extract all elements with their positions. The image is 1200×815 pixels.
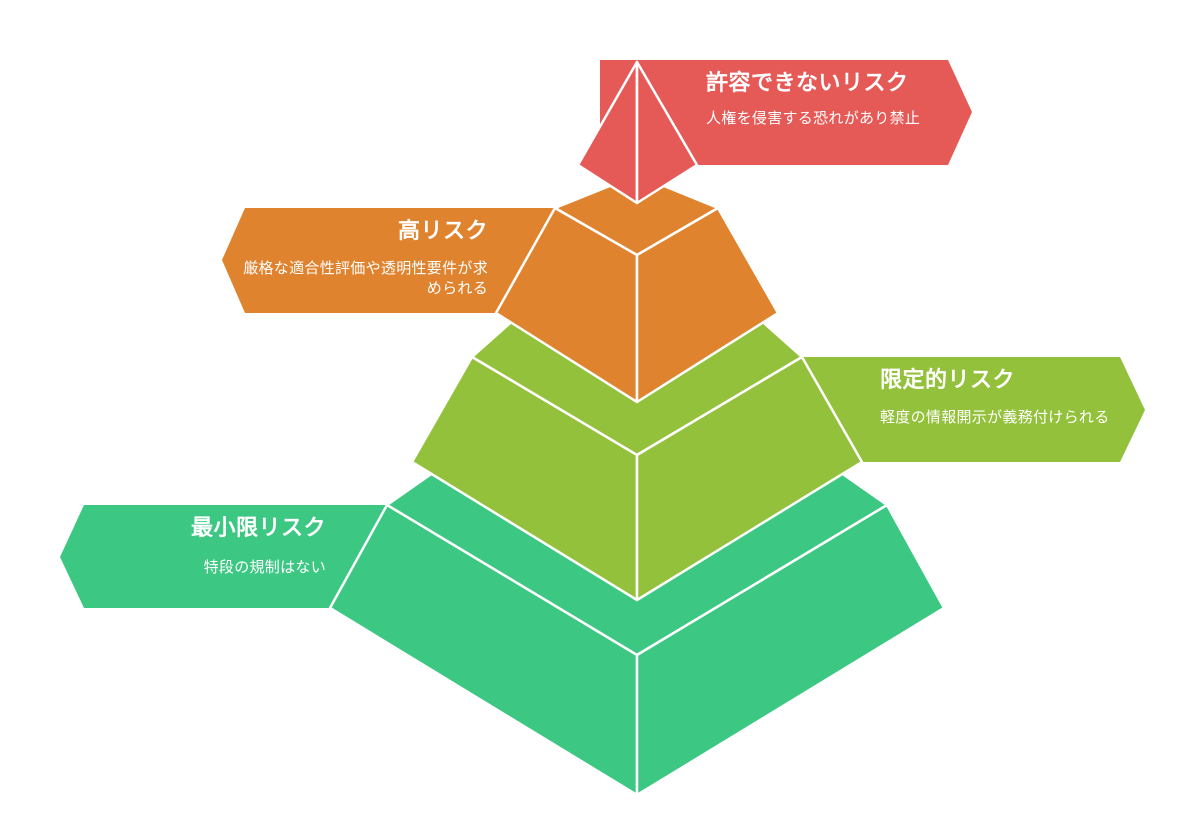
label-unacceptable: 許容できないリスク 人権を侵害する恐れがあり禁止 (706, 70, 946, 128)
tier-title-minimal: 最小限リスク (190, 516, 326, 541)
tier-minimal-right-face (635, 503, 946, 797)
tier-desc-high: 厳格な適合性評価や透明性要件が求められる (243, 259, 488, 297)
tier-title-high: 高リスク (397, 219, 488, 244)
banner-unacceptable (600, 60, 972, 165)
tier-desc-unacceptable: 人権を侵害する恐れがあり禁止 (706, 109, 921, 127)
label-limited: 限定的リスク 軽度の情報開示が義務付けられる (880, 367, 1130, 427)
tier-unacceptable-right-face (635, 60, 699, 205)
label-high: 高リスク 厳格な適合性評価や透明性要件が求められる (236, 218, 488, 298)
tier-high-right-face (635, 206, 780, 404)
tier-desc-minimal: 特段の規制はない (203, 558, 326, 576)
banner-high (222, 208, 600, 313)
tier-limited-right-face (635, 355, 864, 602)
tier-title-limited: 限定的リスク (880, 368, 1016, 393)
tier-high-block (494, 173, 780, 404)
tier-desc-limited: 軽度の情報開示が義務付けられる (880, 408, 1110, 426)
tier-unacceptable-block (576, 60, 699, 205)
tier-title-unacceptable: 許容できないリスク (706, 71, 909, 96)
label-minimal: 最小限リスク 特段の規制はない (90, 515, 326, 577)
